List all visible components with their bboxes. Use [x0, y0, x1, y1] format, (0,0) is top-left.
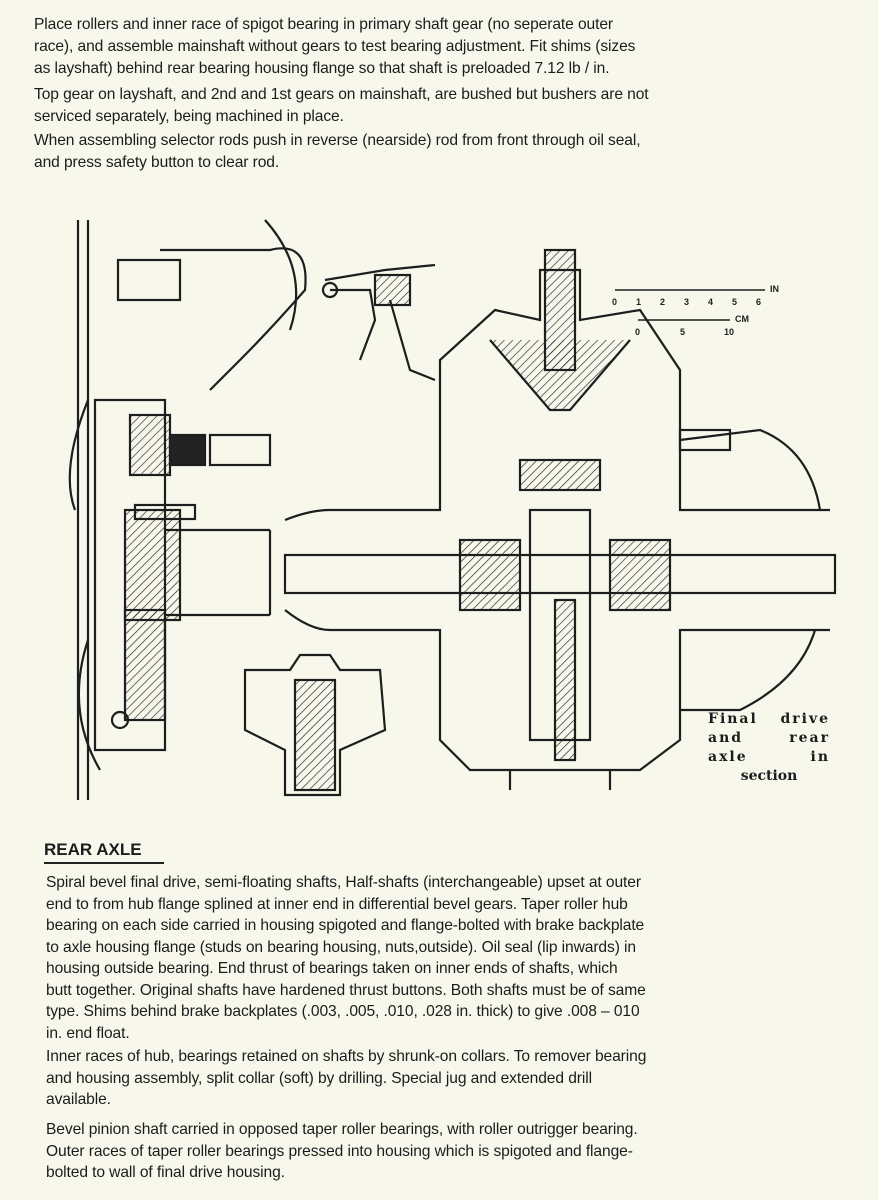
brake-drum-assembly	[68, 219, 307, 800]
text-line: When assembling selector rods push in re…	[34, 132, 641, 149]
text-line: Place rollers and inner race of spigot b…	[34, 16, 613, 33]
scale-in-tick: 1	[636, 297, 641, 307]
text-line: serviced separately, being machined in p…	[34, 108, 344, 125]
scale-in-unit: IN	[770, 284, 779, 294]
section-heading: REAR AXLE	[44, 840, 142, 859]
intro-paragraph-bushes: Top gear on layshaft, and 2nd and 1st ge…	[34, 84, 844, 128]
text-line: Top gear on layshaft, and 2nd and 1st ge…	[34, 86, 649, 103]
text-line: housing outside bearing. End thrust of b…	[46, 960, 618, 977]
final-drive-housing	[283, 248, 837, 790]
scale-in-tick: 3	[684, 297, 689, 307]
intro-paragraph-spigot-bearing: Place rollers and inner race of spigot b…	[34, 14, 844, 80]
text-line: in. end float.	[46, 1024, 130, 1042]
scale-cm-tick: 10	[724, 327, 734, 337]
scale-cm-unit: CM	[735, 314, 749, 324]
scale-cm-tick: 0	[635, 327, 640, 337]
rear-axle-paragraph-shafts: Spiral bevel final drive, semi-floating …	[46, 872, 846, 1044]
scale-in-tick: 5	[732, 297, 737, 307]
text-line: race), and assemble mainshaft without ge…	[34, 38, 636, 55]
text-line: and press safety button to clear rod.	[34, 154, 280, 171]
left-axle-tube	[165, 528, 272, 617]
text-line: Bevel pinion shaft carried in opposed ta…	[46, 1121, 638, 1138]
caption-line: Final drive	[708, 711, 830, 727]
text-line: butt together. Original shafts have hard…	[46, 981, 646, 999]
intro-paragraph-selector-rods: When assembling selector rods push in re…	[34, 130, 844, 174]
text-line: Outer races of taper roller bearings pre…	[46, 1142, 633, 1160]
scale-in-tick: 4	[708, 297, 713, 307]
rear-axle-paragraph-inner-races: Inner races of hub, bearings retained on…	[46, 1046, 846, 1111]
rear-axle-paragraph-bevel-pinion: Bevel pinion shaft carried in opposed ta…	[46, 1119, 846, 1184]
text-line: end to from hub flange splined at inner …	[46, 895, 628, 913]
scale-in-tick: 6	[756, 297, 761, 307]
bearing-detail-small	[321, 263, 436, 382]
text-line: available.	[46, 1091, 111, 1108]
text-line: and housing assembly, split collar (soft…	[46, 1069, 592, 1087]
text-line: Inner races of hub, bearings retained on…	[46, 1048, 647, 1065]
figure-caption: Final drive and rear axle in section	[708, 710, 830, 786]
hub-detail	[243, 653, 387, 797]
caption-line: section	[740, 768, 798, 784]
scale-in-tick: 2	[660, 297, 665, 307]
caption-line: axle in	[708, 749, 830, 765]
text-line: bolted to wall of final drive housing.	[46, 1164, 285, 1181]
scale-cm-tick: 5	[680, 327, 685, 337]
text-line: as layshaft) behind rear bearing housing…	[34, 60, 610, 77]
text-line: Spiral bevel final drive, semi-floating …	[46, 874, 641, 891]
caption-line: and rear	[708, 730, 830, 746]
heading-underline	[44, 862, 164, 864]
text-line: to axle housing flange (studs on bearing…	[46, 938, 636, 956]
scale-in-tick: 0	[612, 297, 617, 307]
rear-axle-section-drawing: 0 1 2 3 4 5 6 IN 0 5 10 CM	[68, 219, 837, 800]
text-line: bearing on each side carried in housing …	[46, 917, 645, 934]
scale-centimetres: 0 5 10 CM	[635, 314, 749, 337]
text-line: type. Shims behind brake backplates (.00…	[46, 1003, 640, 1020]
scale-inches: 0 1 2 3 4 5 6 IN	[612, 284, 779, 307]
